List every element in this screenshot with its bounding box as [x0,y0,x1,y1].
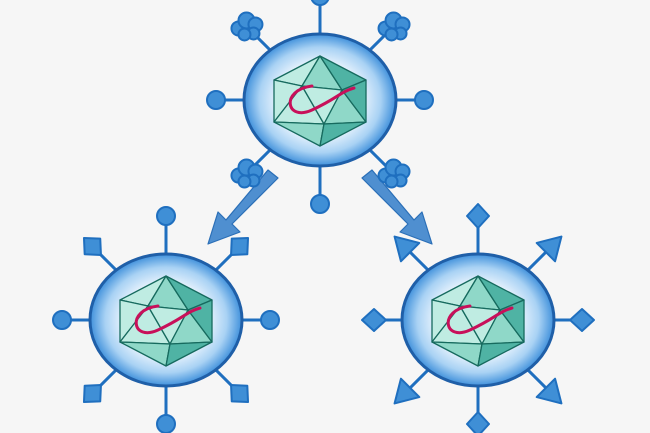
knob-spike-tip [260,310,280,330]
knob-spike-tip [156,206,176,226]
cloud-spike-tip [230,158,264,189]
genome-strand [134,304,202,334]
diamond-spike-tip [230,236,250,256]
virus-progeny-left [52,206,280,433]
diamond-spike-tip [466,411,490,433]
cloud-spike-tip [377,11,411,42]
genome-strand [446,304,514,334]
cloud-spike-tip [377,158,411,189]
diamond-spike-tip [82,236,102,256]
arrow-parent-to-right [361,169,433,245]
triangle-spike-tip [535,377,563,405]
knob-spike-tip [206,90,226,110]
virus-parent [206,0,434,214]
knob-spike-tip [310,0,330,6]
diamond-spike-tip [569,308,595,332]
triangle-spike-tip [535,235,563,263]
cloud-spike-tip [230,11,264,42]
diamond-spike-tip [361,308,387,332]
diamond-spike-tip [466,203,490,229]
virus-progeny-right [361,203,595,433]
knob-spike-tip [52,310,72,330]
knob-spike-tip [310,194,330,214]
genome-strand [288,84,356,114]
triangle-spike-tip [393,377,421,405]
icosahedral-capsid [119,275,213,367]
knob-spike-tip [156,414,176,433]
arrow-parent-to-left [207,169,279,245]
icosahedral-capsid [273,55,367,147]
triangle-spike-tip [393,235,421,263]
knob-spike-tip [414,90,434,110]
diamond-spike-tip [230,384,250,404]
diamond-spike-tip [82,384,102,404]
